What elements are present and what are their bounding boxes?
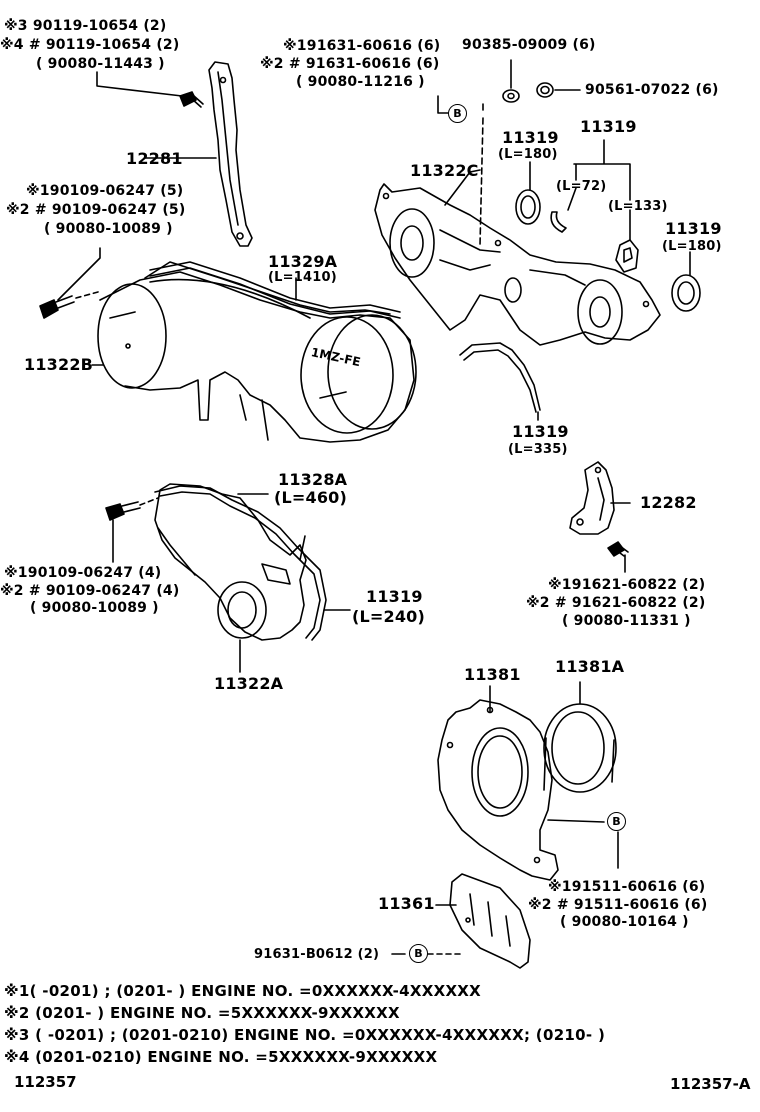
label-bolt-top-1: ※3 90119-10654 (2) [4, 18, 167, 34]
label-bolt-low-3: ( 90080-10089 ) [30, 600, 159, 616]
label-stud-low-3: ( 90080-10164 ) [560, 914, 689, 930]
label-11329a-len: (L=1410) [268, 270, 337, 285]
label-11329a: 11329A [268, 252, 338, 271]
label-bolt-mid-2: ※2 # 90109-06247 (5) [6, 202, 186, 218]
label-bolt-mid-1: ※190109-06247 (5) [26, 183, 184, 199]
footnote-3: ※3 ( -0201) ; (0201-0210) ENGINE NO. =0X… [4, 1026, 606, 1044]
retainer-11381 [438, 700, 558, 880]
label-stud-top-1: ※191631-60616 (6) [283, 38, 441, 54]
label-nut-a: 90385-09009 (6) [462, 37, 596, 53]
label-11328a: 11328A [278, 470, 348, 489]
cover-11322c [375, 184, 660, 345]
footnote-1: ※1( -0201) ; (0201- ) ENGINE NO. =0XXXXX… [4, 982, 482, 1000]
footnote-2: ※2 (0201- ) ENGINE NO. =5XXXXXX-9XXXXXX [4, 1004, 400, 1022]
drawing-code-left: 112357 [14, 1073, 77, 1091]
label-stud-low-1: ※191511-60616 (6) [548, 879, 706, 895]
label-stud-top-2: ※2 # 91631-60616 (6) [260, 56, 440, 72]
label-bolt-r-2: ※2 # 91621-60822 (2) [526, 595, 706, 611]
seal-180a [516, 162, 540, 224]
label-seal-133: (L=133) [608, 199, 668, 214]
callout-b-right: B [607, 812, 626, 831]
label-seal-335: 11319 [512, 422, 569, 441]
label-12281: 12281 [126, 149, 183, 168]
bolt-top [180, 92, 203, 107]
bracket-12281 [209, 62, 252, 246]
seal-335 [460, 343, 540, 420]
bracket-12282 [570, 462, 614, 534]
bolt-low [106, 498, 158, 520]
seal-72 [551, 212, 566, 232]
bolt-mid [40, 296, 74, 318]
label-seal-group: 11319 [580, 117, 637, 136]
oil-seal-11381a [544, 704, 616, 792]
label-seal-72: (L=72) [556, 179, 607, 194]
seal-133 [616, 240, 638, 272]
drawing-code-right: 112357-A [670, 1075, 751, 1093]
label-seal-180a-len: (L=180) [498, 147, 558, 162]
label-bolt-r-1: ※191621-60822 (2) [548, 577, 706, 593]
cover-11322a [155, 484, 306, 640]
engine-logo: 1MZ-FE [310, 345, 362, 369]
callout-b-top: B [448, 104, 467, 123]
label-bolt-top-3: ( 90080-11443 ) [36, 56, 165, 72]
label-bolt-r-3: ( 90080-11331 ) [562, 613, 691, 629]
label-seal-335-len: (L=335) [508, 442, 568, 457]
label-11322b: 11322B [24, 355, 94, 374]
label-11322a: 11322A [214, 674, 284, 693]
plate-11361 [450, 874, 530, 968]
nut-b [537, 83, 580, 97]
label-11328a-len: (L=460) [274, 488, 348, 507]
cover-11322b [98, 262, 416, 442]
nut-a [503, 60, 519, 102]
label-seal-240-len: (L=240) [352, 607, 426, 626]
label-bolt-mid-3: ( 90080-10089 ) [44, 221, 173, 237]
gasket-11329a [150, 262, 400, 318]
label-11322c: 11322C [410, 161, 479, 180]
footnote-4: ※4 (0201-0210) ENGINE NO. =5XXXXXX-9XXXX… [4, 1048, 438, 1066]
label-11381a: 11381A [555, 657, 625, 676]
label-seal-240: 11319 [366, 587, 423, 606]
label-stud-low-2: ※2 # 91511-60616 (6) [528, 897, 708, 913]
seal-180b [672, 252, 700, 311]
label-stud-top-3: ( 90080-11216 ) [296, 74, 425, 90]
label-11361: 11361 [378, 894, 435, 913]
label-11381: 11381 [464, 665, 521, 684]
callout-b-bottom: B [409, 944, 428, 963]
label-bolt-top-2: ※4 # 90119-10654 (2) [0, 37, 180, 53]
label-nut-b: 90561-07022 (6) [585, 82, 719, 98]
label-bolt-low-1: ※190109-06247 (4) [4, 565, 162, 581]
label-seal-180b: 11319 [665, 219, 722, 238]
label-seal-180b-len: (L=180) [662, 239, 722, 254]
label-12282: 12282 [640, 493, 697, 512]
label-stud-bottom: 91631-B0612 (2) [254, 947, 380, 962]
label-seal-180a: 11319 [502, 128, 559, 147]
label-bolt-low-2: ※2 # 90109-06247 (4) [0, 583, 180, 599]
bolt-right [608, 542, 628, 556]
